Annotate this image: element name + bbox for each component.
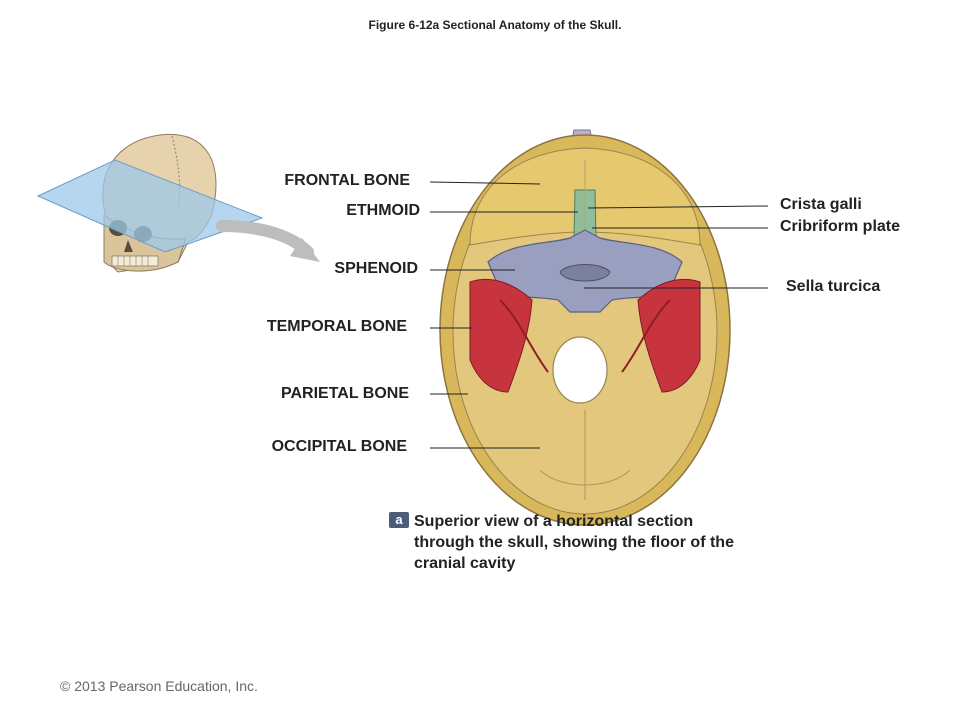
figure-caption: Superior view of a horizontal section th…: [414, 513, 734, 572]
label-sella-turcica: Sella turcica: [786, 278, 881, 295]
cranial-floor-section: [439, 129, 731, 526]
figure-title: Figure 6-12a Sectional Anatomy of the Sk…: [368, 18, 622, 32]
label-temporal-bone: TEMPORAL BONE: [266, 318, 407, 335]
label-sphenoid: SPHENOID: [334, 260, 418, 277]
label-crista-galli: Crista galli: [780, 196, 862, 213]
leader-lines: [429, 181, 769, 449]
label-occipital-bone: OCCIPITAL BONE: [271, 438, 407, 455]
skull-orientation-thumbnail: [36, 133, 320, 273]
copyright-notice: © 2013 Pearson Education, Inc.: [60, 678, 258, 694]
label-frontal-bone: FRONTAL BONE: [284, 172, 410, 189]
label-ethmoid: ETHMOID: [346, 202, 420, 219]
caption-badge: a: [389, 512, 409, 528]
label-cribriform-plate: Cribriform plate: [780, 218, 901, 235]
label-parietal-bone: PARIETAL BONE: [280, 385, 409, 402]
